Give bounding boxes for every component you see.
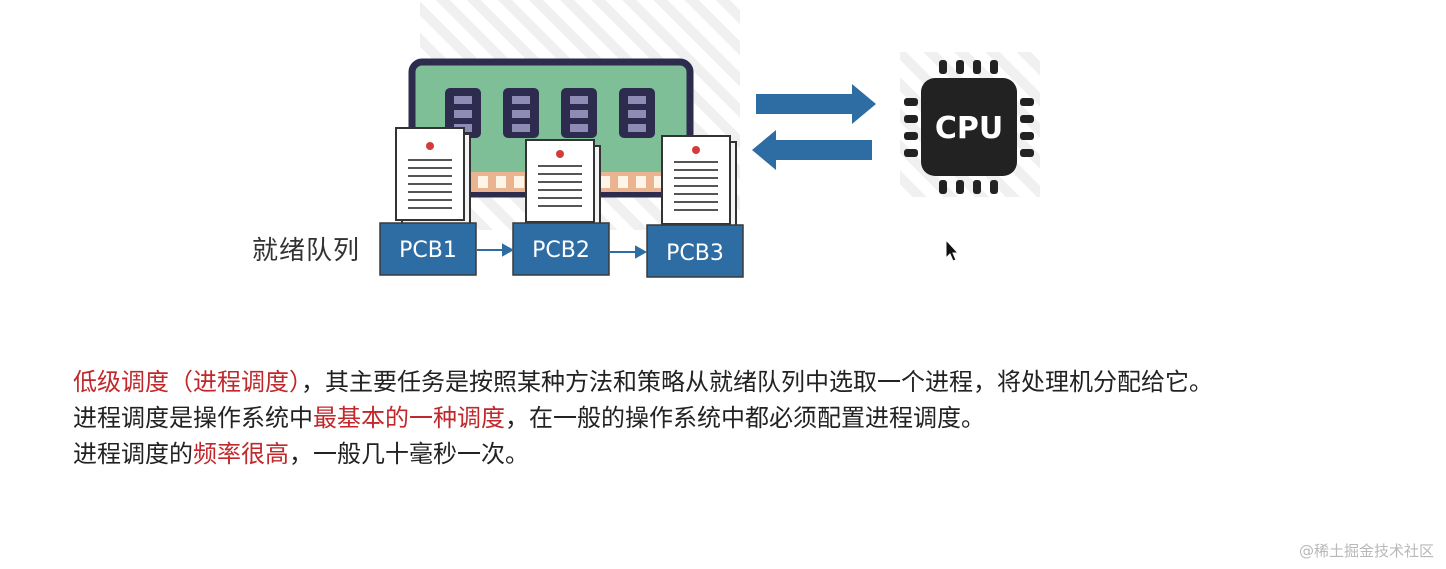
note-3-highlight: 频率很高 — [193, 440, 289, 468]
document-icon — [395, 127, 471, 227]
notes-text: 低级调度（进程调度），其主要任务是按照某种方法和策略从就绪队列中选取一个进程，将… — [73, 364, 1373, 472]
pcb-1: PCB1 — [379, 222, 477, 276]
note-1-highlight: 低级调度（进程调度） — [73, 368, 301, 396]
memory-chips — [445, 88, 655, 138]
arrow-right-icon — [756, 84, 876, 124]
queue-arrow-icon — [477, 243, 515, 257]
note-paragraph-1: 低级调度（进程调度），其主要任务是按照某种方法和策略从就绪队列中选取一个进程，将… — [73, 364, 1373, 400]
cpu-label: CPU — [935, 111, 1003, 146]
note-3-pre: 进程调度的 — [73, 440, 193, 468]
note-2-post: ，在一般的操作系统中都必须配置进程调度。 — [505, 404, 985, 432]
memory-illustration — [408, 0, 740, 230]
queue-arrow-icon — [610, 245, 648, 259]
pcb-1-label: PCB1 — [399, 238, 457, 263]
pcb-3-label: PCB3 — [666, 241, 724, 266]
ready-queue-label: 就绪队列 — [252, 236, 361, 266]
note-paragraph-3: 进程调度的频率很高，一般几十毫秒一次。 — [73, 436, 1373, 472]
pcb-2: PCB2 — [512, 222, 610, 276]
document-icon — [661, 135, 737, 229]
pcb-2-label: PCB2 — [532, 238, 590, 263]
note-2-pre: 进程调度是操作系统中 — [73, 404, 313, 432]
watermark: @稀土掘金技术社区 — [1298, 542, 1434, 560]
process-scheduling-diagram: PCB1 PCB2 PCB3 CPU — [379, 0, 1040, 278]
mouse-cursor-icon — [945, 238, 960, 262]
arrow-left-icon — [752, 130, 872, 170]
note-3-post: ，一般几十毫秒一次。 — [289, 440, 529, 468]
note-paragraph-2: 进程调度是操作系统中最基本的一种调度，在一般的操作系统中都必须配置进程调度。 — [73, 400, 1373, 436]
cpu-chip-icon: CPU — [900, 52, 1040, 197]
document-icon — [525, 139, 601, 227]
note-2-highlight: 最基本的一种调度 — [313, 404, 505, 432]
pcb-3: PCB3 — [646, 224, 744, 278]
note-1-text: ，其主要任务是按照某种方法和策略从就绪队列中选取一个进程，将处理机分配给它。 — [301, 368, 1213, 396]
